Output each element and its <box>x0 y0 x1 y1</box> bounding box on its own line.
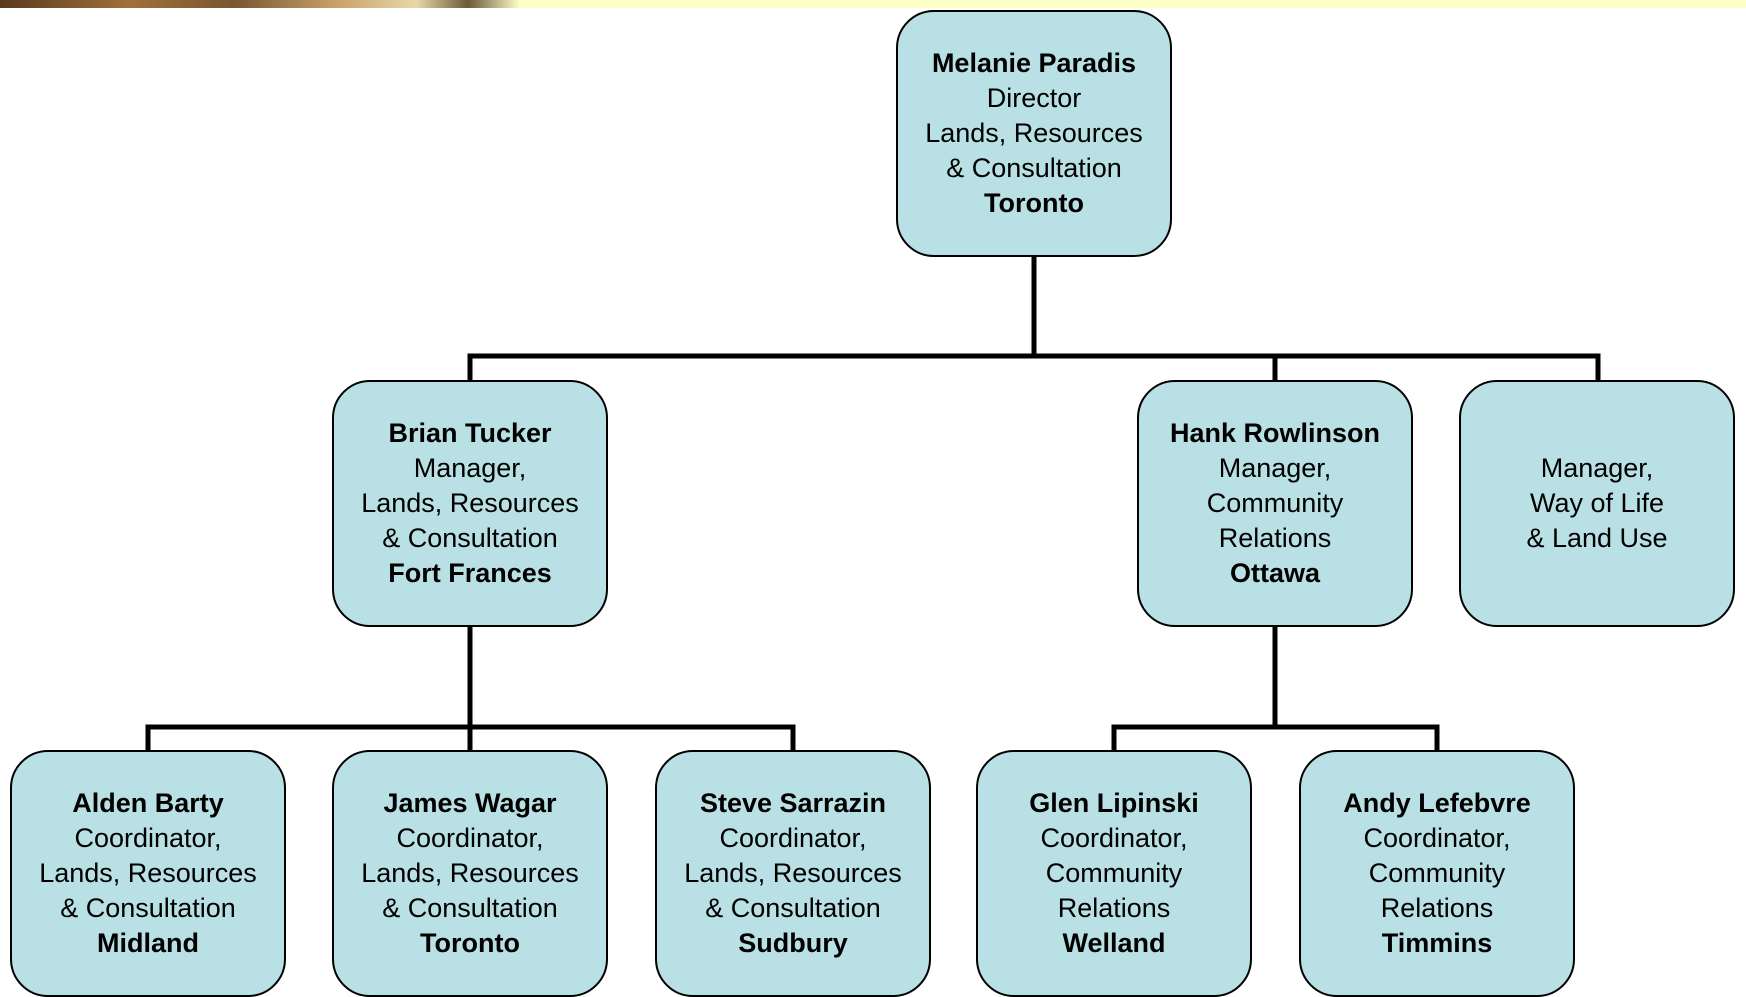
job-title-line: Manager, <box>1540 453 1654 483</box>
job-title-line: Lands, Resources <box>361 858 579 888</box>
job-title-line: Lands, Resources <box>925 118 1143 148</box>
office-location: Ottawa <box>1229 558 1321 588</box>
job-title-line: & Consultation <box>382 893 558 923</box>
job-title-line: Lands, Resources <box>684 858 902 888</box>
office-location: Midland <box>97 928 199 958</box>
connector-director-to-managers <box>467 254 1601 383</box>
manager-box-tucker: Brian Tucker Manager, Lands, Resources &… <box>332 380 608 627</box>
job-title-line: Coordinator, <box>1363 823 1511 853</box>
job-title-line: & Consultation <box>946 153 1122 183</box>
job-title-line: Community <box>1368 858 1506 888</box>
coordinator-box-lipinski: Glen Lipinski Coordinator, Community Rel… <box>976 750 1252 997</box>
person-name: Alden Barty <box>72 788 224 818</box>
director-box: Melanie Paradis Director Lands, Resource… <box>896 10 1172 257</box>
job-title-line: Lands, Resources <box>361 488 579 518</box>
person-name: Steve Sarrazin <box>699 788 887 818</box>
person-name: Andy Lefebvre <box>1343 788 1531 818</box>
manager-box-way-of-life: Manager, Way of Life & Land Use <box>1459 380 1735 627</box>
office-location: Sudbury <box>738 928 848 958</box>
job-title-line: Community <box>1206 488 1344 518</box>
person-name: Brian Tucker <box>388 418 552 448</box>
job-title-line: Relations <box>1218 523 1332 553</box>
office-location: Welland <box>1062 928 1166 958</box>
top-banner <box>0 0 1746 8</box>
job-title-line: & Consultation <box>60 893 236 923</box>
office-location: Timmins <box>1381 928 1493 958</box>
job-title-line: Manager, <box>413 453 527 483</box>
manager-box-rowlinson: Hank Rowlinson Manager, Community Relati… <box>1137 380 1413 627</box>
person-name: Melanie Paradis <box>931 48 1137 78</box>
coordinator-box-lefebvre: Andy Lefebvre Coordinator, Community Rel… <box>1299 750 1575 997</box>
office-location: Toronto <box>420 928 520 958</box>
person-name: Hank Rowlinson <box>1169 418 1380 448</box>
job-title-line: Coordinator, <box>719 823 867 853</box>
job-title-line: Director <box>986 83 1082 113</box>
job-title-line: Coordinator, <box>396 823 544 853</box>
job-title-line: Relations <box>1057 893 1171 923</box>
job-title-line: & Consultation <box>705 893 881 923</box>
connector-rowlinson-to-coordinators <box>1111 624 1440 753</box>
job-title-line: & Land Use <box>1526 523 1668 553</box>
job-title-line: Relations <box>1380 893 1494 923</box>
job-title-line: Community <box>1045 858 1183 888</box>
job-title-line: Coordinator, <box>74 823 222 853</box>
person-name: James Wagar <box>383 788 557 818</box>
coordinator-box-sarrazin: Steve Sarrazin Coordinator, Lands, Resou… <box>655 750 931 997</box>
person-name: Glen Lipinski <box>1029 788 1199 818</box>
connector-tucker-to-coordinators <box>145 624 796 753</box>
job-title-line: Manager, <box>1218 453 1332 483</box>
job-title-line: Lands, Resources <box>39 858 257 888</box>
job-title-line: Way of Life <box>1529 488 1665 518</box>
banner-photo <box>0 0 520 8</box>
job-title-line: Coordinator, <box>1040 823 1188 853</box>
job-title-line: & Consultation <box>382 523 558 553</box>
coordinator-box-barty: Alden Barty Coordinator, Lands, Resource… <box>10 750 286 997</box>
office-location: Toronto <box>984 188 1084 218</box>
office-location: Fort Frances <box>388 558 552 588</box>
coordinator-box-wagar: James Wagar Coordinator, Lands, Resource… <box>332 750 608 997</box>
